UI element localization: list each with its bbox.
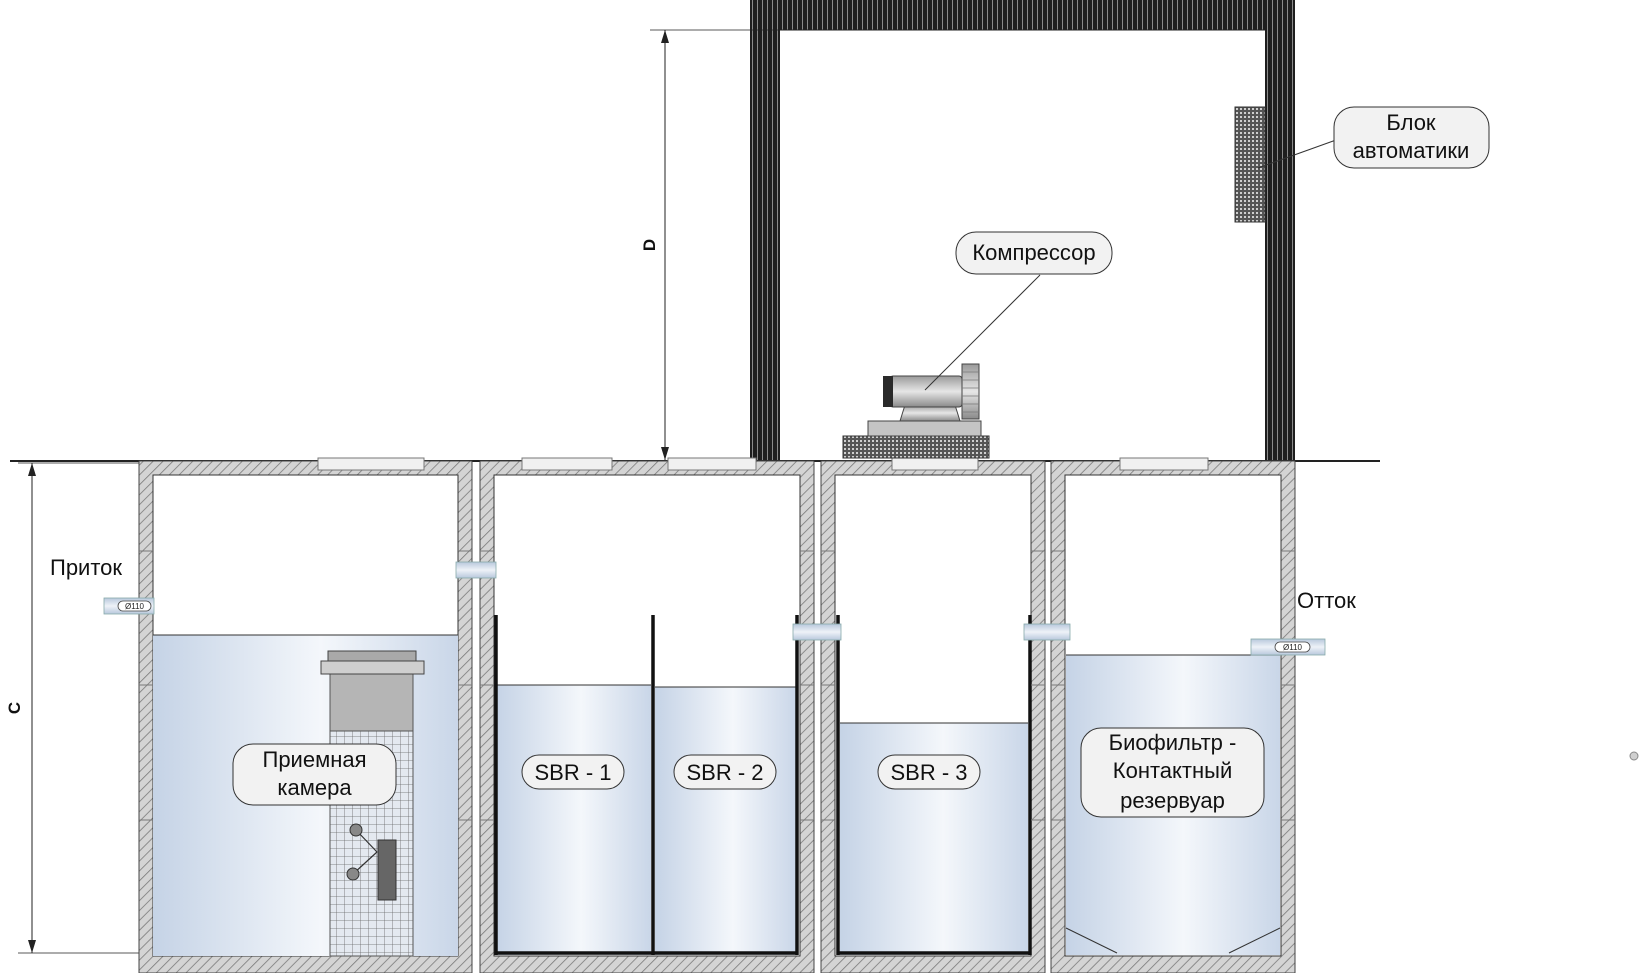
automation-label-line1: Блок [1386, 110, 1436, 135]
automation-leader [1257, 139, 1337, 169]
dimension-c-label: C [5, 702, 24, 714]
compressor [842, 363, 990, 459]
biofilter-label-line2: Контактный [1113, 758, 1232, 783]
outflow-pipe: Ø110 [1250, 638, 1326, 656]
outflow-label: Отток [1297, 588, 1356, 613]
compressor-leader [924, 274, 1041, 391]
tank-receiving [138, 457, 473, 973]
dimension-d-label: D [640, 239, 659, 251]
automation-block [1234, 106, 1266, 223]
automation-callout: Блок автоматики [1333, 106, 1490, 169]
outflow-pipe-size: Ø110 [1283, 643, 1303, 652]
receiving-label-line2: камера [277, 775, 352, 800]
dimension-d: D [640, 29, 780, 460]
biofilter-label-line3: резервуар [1120, 788, 1225, 813]
biofilter-callout: Биофильтр - Контактный резервуар [1080, 727, 1265, 818]
building [750, 0, 1295, 460]
inflow-pipe: Ø110 [103, 597, 155, 615]
receiving-label-line1: Приемная [263, 747, 367, 772]
sbr3-label: SBR - 3 [890, 760, 967, 785]
biofilter-label-line1: Биофильтр - [1109, 730, 1237, 755]
wall-joints [139, 550, 1295, 821]
tank-sbr-3 [820, 457, 1046, 973]
automation-label-line2: автоматики [1353, 138, 1470, 163]
inflow-label: Приток [50, 555, 122, 580]
inflow-pipe-size: Ø110 [125, 602, 145, 611]
compressor-label: Компрессор [972, 240, 1095, 265]
sbr1-label: SBR - 1 [534, 760, 611, 785]
sbr1-callout: SBR - 1 [521, 754, 625, 790]
dimension-c: C [5, 462, 150, 954]
compressor-callout: Компрессор [955, 231, 1113, 275]
edge-marker [1629, 751, 1639, 761]
tank-sbr-12 [479, 457, 815, 973]
transfer-pipes [455, 561, 1071, 641]
sbr2-label: SBR - 2 [686, 760, 763, 785]
tank-biofilter [1050, 457, 1296, 973]
receiving-chamber-callout: Приемная камера [232, 743, 397, 806]
sbr2-callout: SBR - 2 [673, 754, 777, 790]
sbr3-callout: SBR - 3 [877, 754, 981, 790]
